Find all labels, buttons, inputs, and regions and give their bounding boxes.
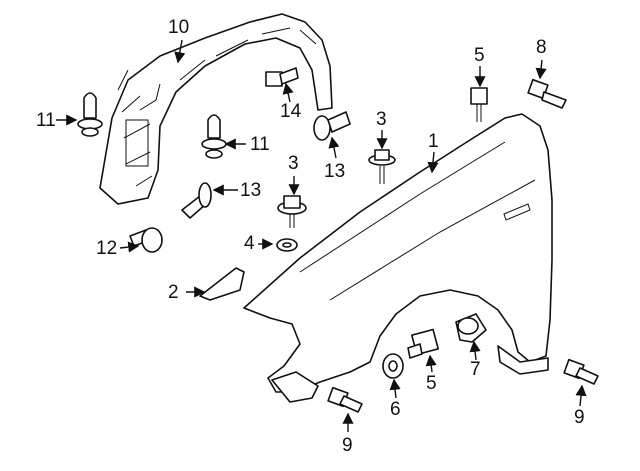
- fender-liner: [99, 13, 333, 205]
- callout-13-left: 13: [240, 180, 262, 201]
- clip-13-upper: [313, 111, 351, 141]
- callout-3-center: 3: [288, 153, 299, 174]
- bolt-5-lower: [407, 328, 440, 359]
- leader-lines: [56, 39, 587, 432]
- callout-9-right: 9: [574, 407, 585, 428]
- grommet-7: [455, 313, 487, 343]
- bolt-8: [527, 78, 567, 109]
- bracket: [199, 267, 245, 301]
- clip-11-right: [201, 114, 227, 159]
- callout-11-left: 11: [36, 110, 56, 131]
- bolt-3-center: [277, 195, 307, 228]
- callout-5-upper: 5: [474, 45, 485, 66]
- clip-11-left: [77, 92, 103, 137]
- bolt-3-right: [368, 149, 396, 184]
- callout-8: 8: [536, 37, 547, 58]
- callout-4: 4: [244, 233, 255, 254]
- callout-12: 12: [96, 238, 118, 259]
- callout-13-right: 13: [324, 161, 346, 182]
- callout-9-bottom: 9: [342, 435, 353, 456]
- callout-10: 10: [168, 17, 190, 38]
- callout-14: 14: [280, 101, 302, 122]
- callout-2: 2: [168, 282, 179, 303]
- clip-13-lower: [181, 182, 212, 219]
- bolt-14: [265, 67, 299, 87]
- bolt-9-right: [563, 358, 599, 385]
- washer-6: [382, 353, 404, 379]
- clip-12: [129, 227, 163, 253]
- bolt-5-upper: [470, 87, 488, 122]
- callout-11-right: 11: [250, 134, 270, 155]
- callout-6: 6: [390, 399, 401, 420]
- bolt-9-bottom: [327, 386, 363, 413]
- callout-1: 1: [428, 131, 439, 152]
- washer-4: [276, 238, 298, 252]
- callout-3-right: 3: [376, 109, 387, 130]
- callout-7: 7: [470, 359, 481, 380]
- fender: [243, 113, 553, 403]
- callout-5-lower: 5: [426, 373, 437, 394]
